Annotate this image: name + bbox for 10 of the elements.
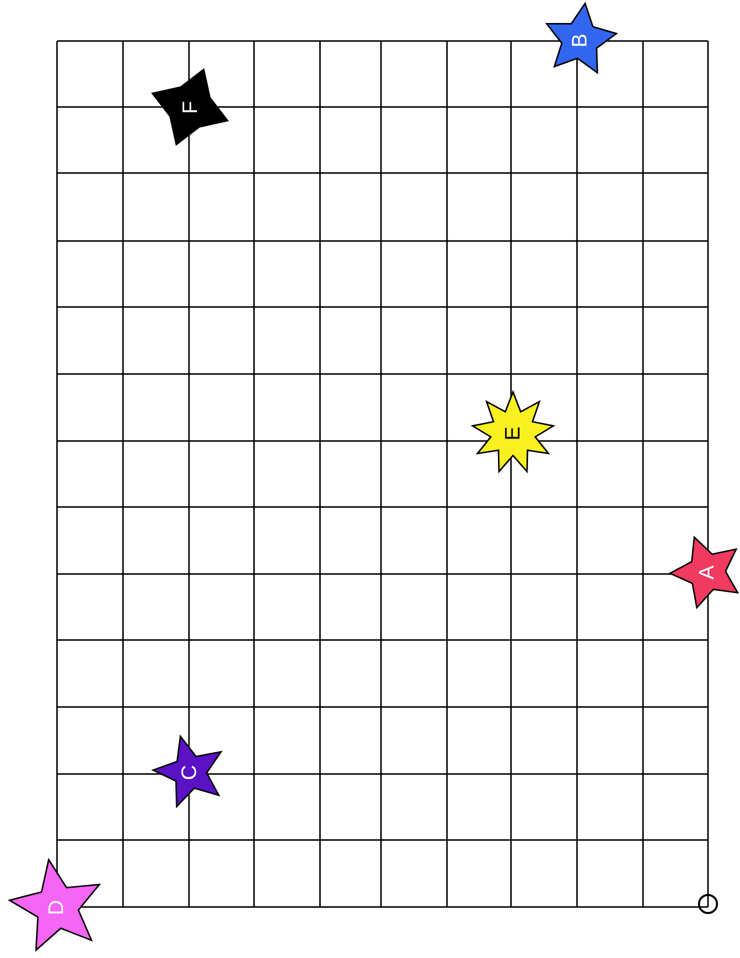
star-letter: B [570,33,590,47]
star-marker [543,3,617,77]
star-letter: A [696,565,718,579]
star-letter: F [180,100,200,114]
star-letter: C [180,764,200,780]
star-marker [150,67,230,147]
star-letter: D [46,899,68,915]
star-marker [472,392,554,474]
star-marker [670,535,740,609]
star-letter: E [502,426,524,440]
